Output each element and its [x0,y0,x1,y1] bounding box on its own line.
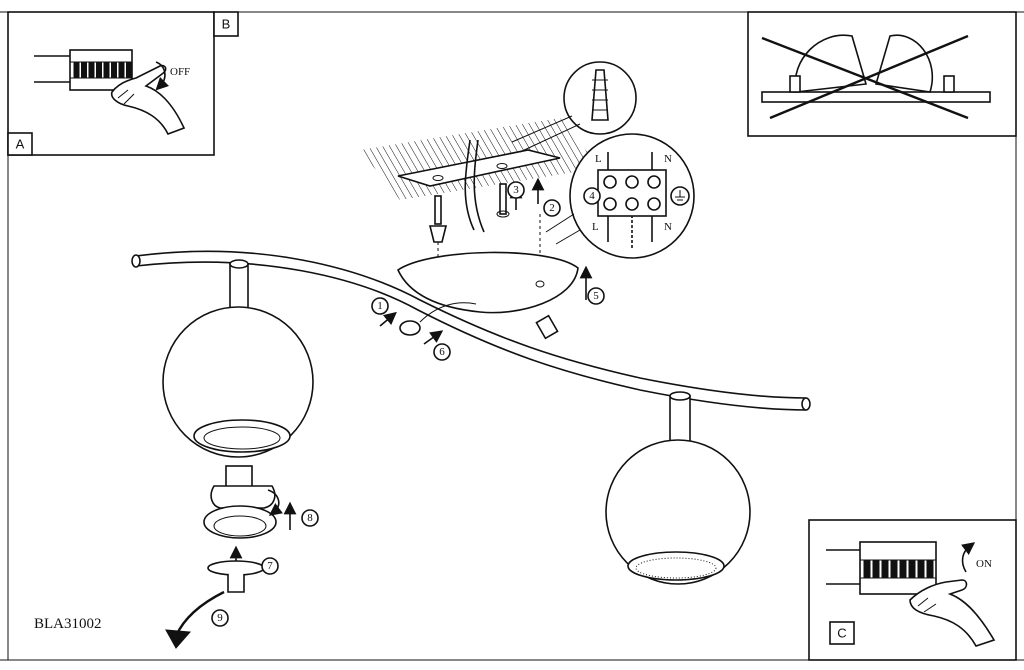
ground-symbol-icon [670,186,690,206]
step1-arrow-icon [379,311,397,327]
step-number: 7 [267,560,273,572]
panel-switch-on: C ON [808,519,1017,661]
breaker-lever [899,560,907,578]
right-spotlight [605,391,751,585]
step-callout-6: 6 [433,343,451,361]
breaker-lever [881,560,889,578]
step-number: 9 [217,612,223,624]
step-callout-2: 2 [543,199,561,217]
curved-bar [131,250,811,411]
panel-c-box [829,621,855,645]
wall-plug-icon [496,183,510,218]
ceiling-canopy [396,251,593,314]
panel-a-box [7,132,33,156]
breaker-lever [926,560,934,578]
step-callout-9: 9 [211,609,229,627]
hand-on-icon [909,579,996,647]
bulb-assembly [203,465,297,593]
switch-off-arrow-icon [155,61,170,91]
panel-b-letter: B [222,17,231,32]
step-callout-8: 8 [301,509,319,527]
terminal-n-bottom: N [664,221,672,233]
cross-line-2 [769,34,969,120]
panel-c-letter: C [837,626,846,641]
left-spotlight [162,259,314,458]
breaker-lever [126,62,132,78]
retaining-ring [207,560,265,576]
model-code: BLA31002 [34,616,102,632]
breaker-lever [103,62,110,78]
step-callout-4: 4 [583,187,601,205]
breaker-lever [917,560,925,578]
panel-b-box [213,11,239,37]
breaker-lever [96,62,102,78]
step6-arrow-icon [423,330,444,345]
screw-icon [428,195,448,243]
breaker-lever [111,62,117,78]
breaker-switch-on-icon [826,541,937,595]
step-callout-7: 7 [261,557,279,575]
breaker-lever [118,62,125,78]
right-globe [605,439,751,585]
breaker-lever [908,560,916,578]
terminal-n-top: N [664,153,672,165]
ceiling-mount [360,61,637,270]
terminal-block [597,169,667,217]
step-number: 5 [593,290,599,302]
panel-switch-off: B A OFF [7,11,239,156]
step-number: 6 [439,346,445,358]
step-number: 3 [513,184,519,196]
step-number: 4 [589,190,595,202]
knob-screw-icon [399,314,559,340]
breaker-lever [890,560,898,578]
supply-wire [464,139,475,231]
step9-arrowhead-icon [165,629,192,649]
panel-incorrect-orientation [747,11,1017,137]
step-callout-1: 1 [371,297,389,315]
terminal-l-bottom: L [592,221,599,233]
bulb-socket [225,465,253,489]
switch-on-arrow-icon [961,542,976,573]
breaker-lever [73,62,80,78]
step-number: 2 [549,202,555,214]
step-number: 8 [307,512,313,524]
on-label: ON [976,558,992,570]
step-callout-3: 3 [507,181,525,199]
off-label: OFF [170,66,190,78]
hand-icon [110,64,186,136]
step-callout-5: 5 [587,287,605,305]
panel-a-letter: A [16,137,25,152]
terminal-detail: L N L N [545,133,695,259]
wrong-bar [761,91,991,103]
bulb-reflector [203,505,277,539]
left-globe [162,306,314,458]
breaker-lever [81,62,87,78]
step-callouts: 1 2 3 4 5 6 7 8 9 [211,181,605,627]
mounting-bracket [397,149,561,187]
rotate-arrow-icon [267,489,283,516]
breaker-lever [872,560,880,578]
breaker-lever [863,560,871,578]
terminal-l-top: L [595,153,602,165]
step-number: 1 [377,300,383,312]
breaker-lever [88,62,95,78]
